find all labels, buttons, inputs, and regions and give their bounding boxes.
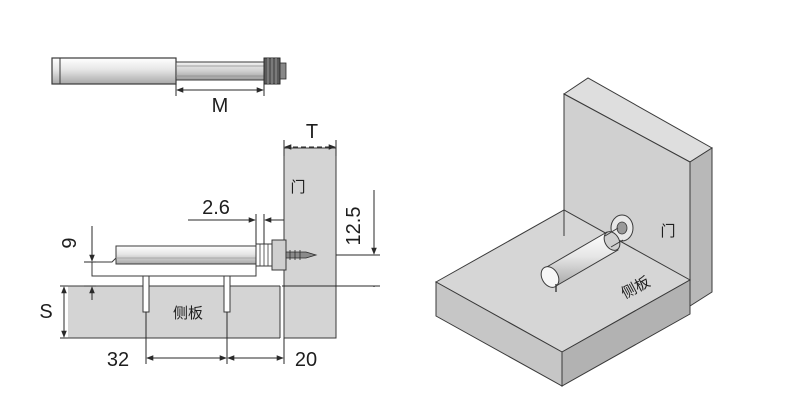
damper-side-view — [51, 57, 287, 85]
door-section: 门 — [283, 147, 337, 339]
label-2-6: 2.6 — [202, 197, 230, 219]
dimension-2-6: 2.6 — [188, 197, 284, 244]
isometric-cabinet-corner: 门 侧板 — [434, 77, 713, 387]
label-side-panel-left: 侧板 — [173, 304, 203, 322]
label-door-left: 门 — [290, 178, 305, 196]
label-m: M — [212, 95, 229, 117]
label-s: S — [39, 301, 52, 323]
label-door-right: 门 — [660, 222, 675, 240]
label-12-5: 12.5 — [343, 207, 365, 246]
isometric-damper — [540, 214, 634, 292]
label-20: 20 — [295, 349, 317, 371]
dimension-s: S — [39, 285, 68, 339]
label-9: 9 — [59, 237, 81, 248]
dimension-9: 9 — [59, 226, 96, 300]
dimension-t: T — [283, 121, 337, 156]
side-panel-section: 侧板 — [68, 285, 281, 339]
dimension-32-20: 32 20 — [107, 312, 317, 371]
damper-installed — [91, 239, 318, 313]
dimension-12-5: 12.5 — [282, 190, 380, 287]
dimension-m: M — [175, 84, 265, 117]
label-32: 32 — [107, 349, 129, 371]
label-t: T — [306, 121, 318, 143]
